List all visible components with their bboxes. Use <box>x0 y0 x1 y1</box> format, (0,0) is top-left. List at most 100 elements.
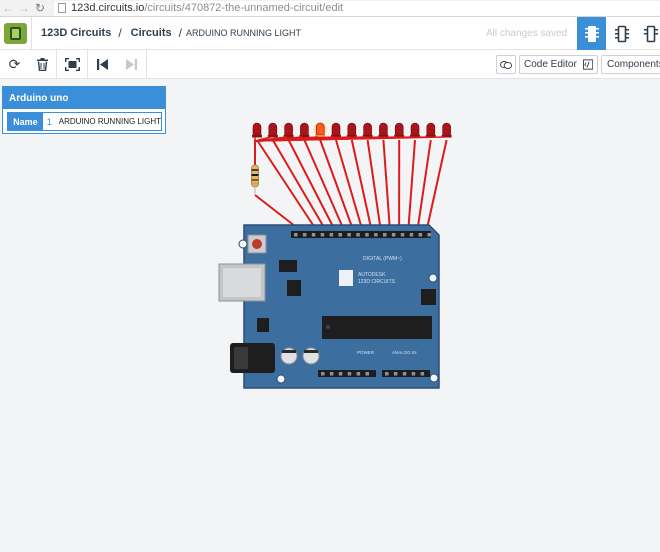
pin-hole <box>383 233 387 237</box>
page-icon <box>58 3 66 13</box>
wire[interactable] <box>287 139 338 235</box>
url-path: /circuits/470872-the-unnamed-circuit/edi… <box>144 2 344 14</box>
board-brand: AUTODESK <box>358 272 386 278</box>
digital-label: DIGITAL (PWM~) <box>363 256 402 262</box>
name-field-value[interactable]: ARDUINO RUNNING LIGHT <box>58 117 161 126</box>
wire[interactable] <box>382 139 392 235</box>
led[interactable] <box>252 122 262 138</box>
analog-label: ANALOG IN <box>392 350 417 355</box>
step-forward-icon[interactable] <box>117 50 146 79</box>
fit-to-view-icon[interactable] <box>58 50 87 79</box>
pin-hole <box>365 372 369 376</box>
pin-hole <box>409 233 414 237</box>
pin-hole <box>365 233 369 237</box>
pin-hole <box>356 372 361 376</box>
led[interactable] <box>283 122 294 138</box>
led[interactable] <box>346 122 357 138</box>
code-icon <box>582 59 593 70</box>
led[interactable] <box>378 122 389 138</box>
led[interactable] <box>267 122 278 138</box>
pin-hole <box>302 233 307 237</box>
led[interactable] <box>313 122 328 138</box>
forward-icon[interactable]: → <box>18 1 30 15</box>
app-logo-icon[interactable] <box>4 22 27 44</box>
ground-wire <box>254 136 445 142</box>
pin-hole <box>321 372 325 376</box>
pin-hole <box>329 233 334 237</box>
pin-hole <box>427 233 431 237</box>
address-bar[interactable]: 123d.circuits.io/circuits/470872-the-unn… <box>54 0 660 16</box>
wire[interactable] <box>319 139 356 235</box>
pin-hole <box>356 233 360 237</box>
pin-hole <box>393 372 398 376</box>
pin-hole <box>374 233 378 237</box>
reload-icon[interactable]: ↻ <box>34 1 46 15</box>
wire[interactable] <box>303 139 347 235</box>
wires <box>254 136 448 235</box>
comments-button[interactable] <box>496 55 516 74</box>
delete-icon[interactable] <box>28 50 57 79</box>
circuit-canvas[interactable]: AUTODESK 123D CIRCUITS DIGITAL (PWM~) PO… <box>0 80 660 552</box>
wire[interactable] <box>335 139 365 235</box>
url-host: 123d.circuits.io <box>71 2 145 14</box>
name-field-label: Name <box>8 113 43 130</box>
pin-hole <box>311 233 316 237</box>
arduino-board: AUTODESK 123D CIRCUITS DIGITAL (PWM~) PO… <box>218 224 440 389</box>
wire[interactable] <box>415 139 432 235</box>
pin-hole <box>411 372 416 376</box>
pin-hole <box>402 372 407 376</box>
power-header <box>318 370 376 377</box>
wire[interactable] <box>366 139 383 235</box>
toolbar-divider <box>87 50 88 79</box>
led[interactable] <box>299 122 310 138</box>
pin-hole <box>338 372 343 376</box>
led[interactable] <box>441 122 452 138</box>
resistor <box>251 140 259 195</box>
led[interactable] <box>331 122 341 138</box>
led[interactable] <box>394 122 405 138</box>
board-brand-sub: 123D CIRCUITS <box>358 279 396 285</box>
wire[interactable] <box>271 139 329 235</box>
editor-toolbar: ⟳ Code Editor Components <box>0 50 660 79</box>
led[interactable] <box>425 122 436 138</box>
back-icon[interactable]: ← <box>2 1 14 15</box>
led[interactable] <box>362 122 373 138</box>
schematic-view-button[interactable] <box>607 17 636 50</box>
step-back-icon[interactable] <box>88 50 117 79</box>
pcb-icon <box>643 25 658 42</box>
inspector-panel: Arduino uno Name 1 ARDUINO RUNNING LIGHT <box>2 86 166 134</box>
code-editor-button[interactable]: Code Editor <box>519 55 598 74</box>
breadcrumb-circuits[interactable]: Circuits <box>130 27 172 39</box>
pin-hole <box>347 372 352 376</box>
pcb-view-button[interactable] <box>636 17 660 50</box>
components-button[interactable]: Components <box>601 55 660 74</box>
components-label: Components <box>607 59 660 70</box>
wire[interactable] <box>407 139 416 235</box>
code-editor-label: Code Editor <box>524 59 577 70</box>
rotate-icon[interactable]: ⟳ <box>8 56 21 72</box>
pin-hole <box>320 233 325 237</box>
pin-hole <box>338 233 342 237</box>
name-field[interactable]: Name 1 ARDUINO RUNNING LIGHT <box>7 112 162 131</box>
toolbar-divider <box>146 50 147 79</box>
toolbar-divider <box>56 50 57 79</box>
wire[interactable] <box>256 139 320 235</box>
breadcrumb-separator: / <box>118 26 122 40</box>
pin-hole <box>329 372 334 376</box>
power-label: POWER <box>357 350 375 355</box>
breadboard-view-button[interactable] <box>577 17 606 50</box>
pin-hole <box>385 372 389 376</box>
header-divider <box>31 16 32 50</box>
circuit-diagram: AUTODESK 123D CIRCUITS DIGITAL (PWM~) PO… <box>218 122 452 389</box>
led[interactable] <box>410 122 420 138</box>
name-field-index: 1 <box>46 116 52 127</box>
breadboard-icon <box>584 25 599 42</box>
breadcrumb-home[interactable]: 123D Circuits <box>41 27 112 39</box>
wire[interactable] <box>424 139 448 235</box>
wire[interactable] <box>350 139 374 235</box>
breadcrumb-separator: / <box>178 26 182 40</box>
save-status: All changes saved <box>486 28 568 39</box>
circuit-title[interactable]: ARDUINO RUNNING LIGHT <box>185 28 301 38</box>
inspector-title: Arduino uno <box>3 87 165 109</box>
pin-hole <box>391 233 396 237</box>
